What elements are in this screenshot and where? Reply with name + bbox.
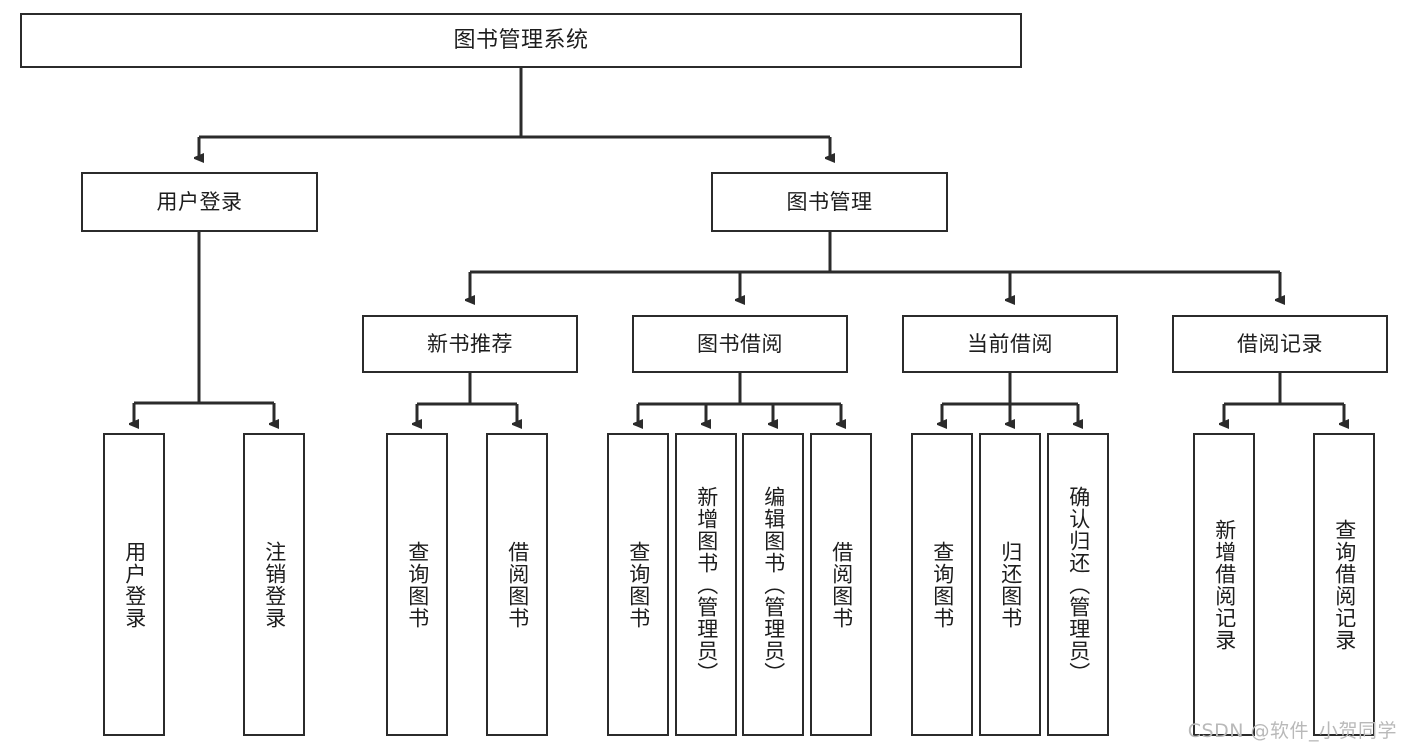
node-leaf-query-book-3[interactable]: 查询图书 bbox=[911, 433, 973, 736]
node-leaf-user-login-label: 用户登录 bbox=[122, 540, 147, 629]
node-leaf-query-book-3-label: 查询图书 bbox=[930, 540, 955, 629]
node-leaf-add-record[interactable]: 新增借阅记录 bbox=[1193, 433, 1255, 736]
watermark: CSDN @软件_小贺同学 bbox=[1187, 720, 1397, 742]
node-leaf-logout-label: 注销登录 bbox=[262, 540, 287, 629]
node-current-borrow[interactable]: 当前借阅 bbox=[902, 315, 1118, 373]
node-leaf-add-record-label: 新增借阅记录 bbox=[1212, 518, 1237, 651]
node-leaf-query-book-2-label: 查询图书 bbox=[626, 540, 651, 629]
node-leaf-confirm-return[interactable]: 确认归还（管理员） bbox=[1047, 433, 1109, 736]
node-root-label: 图书管理系统 bbox=[453, 27, 589, 53]
node-leaf-borrow-book-2[interactable]: 借阅图书 bbox=[810, 433, 872, 736]
node-leaf-borrow-book-2-label: 借阅图书 bbox=[829, 540, 854, 629]
node-leaf-confirm-return-label: 确认归还（管理员） bbox=[1066, 485, 1091, 684]
node-book-manage-label: 图书管理 bbox=[786, 189, 873, 214]
node-leaf-logout[interactable]: 注销登录 bbox=[243, 433, 305, 736]
node-user-login-label: 用户登录 bbox=[156, 189, 243, 214]
node-leaf-edit-book[interactable]: 编辑图书（管理员） bbox=[742, 433, 804, 736]
node-new-book-rec[interactable]: 新书推荐 bbox=[362, 315, 578, 373]
node-leaf-user-login[interactable]: 用户登录 bbox=[103, 433, 165, 736]
node-borrow-record[interactable]: 借阅记录 bbox=[1172, 315, 1388, 373]
node-current-borrow-label: 当前借阅 bbox=[967, 331, 1053, 356]
node-leaf-add-book-label: 新增图书（管理员） bbox=[694, 485, 719, 684]
node-leaf-query-book-1[interactable]: 查询图书 bbox=[386, 433, 448, 736]
node-leaf-return-book[interactable]: 归还图书 bbox=[979, 433, 1041, 736]
node-root[interactable]: 图书管理系统 bbox=[20, 13, 1022, 68]
node-leaf-edit-book-label: 编辑图书（管理员） bbox=[761, 485, 786, 684]
node-leaf-query-record[interactable]: 查询借阅记录 bbox=[1313, 433, 1375, 736]
node-book-manage[interactable]: 图书管理 bbox=[711, 172, 948, 232]
node-leaf-query-record-label: 查询借阅记录 bbox=[1332, 518, 1357, 651]
node-user-login[interactable]: 用户登录 bbox=[81, 172, 318, 232]
node-leaf-return-book-label: 归还图书 bbox=[998, 540, 1023, 629]
node-leaf-borrow-book-1-label: 借阅图书 bbox=[505, 540, 530, 629]
node-leaf-query-book-2[interactable]: 查询图书 bbox=[607, 433, 669, 736]
node-book-borrow[interactable]: 图书借阅 bbox=[632, 315, 848, 373]
node-leaf-borrow-book-1[interactable]: 借阅图书 bbox=[486, 433, 548, 736]
node-leaf-add-book[interactable]: 新增图书（管理员） bbox=[675, 433, 737, 736]
node-book-borrow-label: 图书借阅 bbox=[697, 331, 783, 356]
node-borrow-record-label: 借阅记录 bbox=[1237, 331, 1323, 356]
node-leaf-query-book-1-label: 查询图书 bbox=[405, 540, 430, 629]
node-new-book-rec-label: 新书推荐 bbox=[427, 331, 513, 356]
